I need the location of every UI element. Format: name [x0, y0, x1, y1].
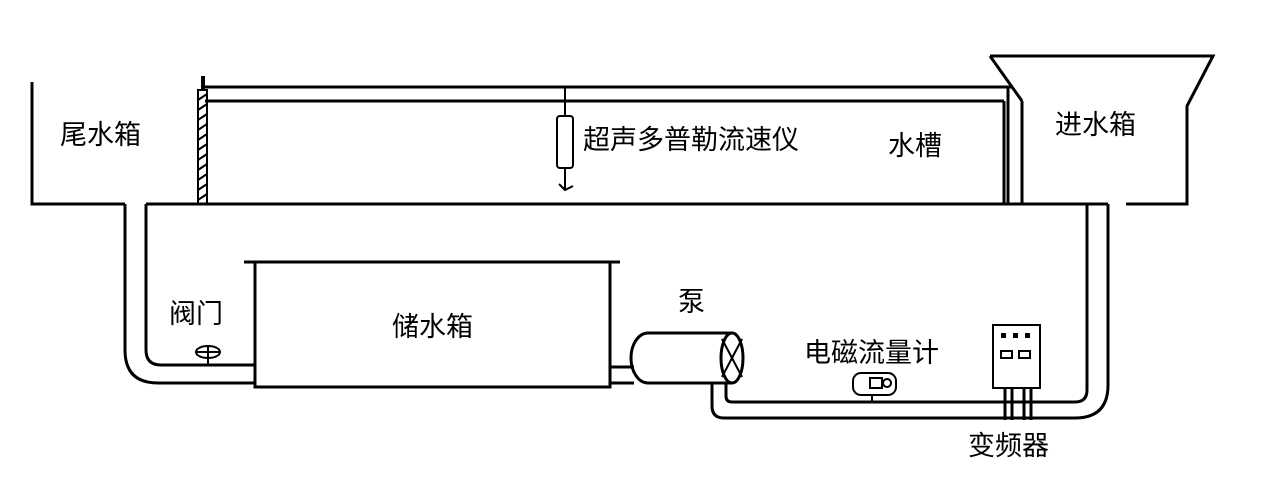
return-pipe — [123, 204, 255, 385]
inlet-tank-label: 进水箱 — [1055, 110, 1136, 141]
inverter-icon — [992, 324, 1041, 420]
valve-label: 阀门 — [169, 299, 223, 330]
storage-tank-label: 储水箱 — [392, 312, 473, 343]
supply-pipe — [710, 204, 1110, 420]
tailgate — [197, 76, 208, 205]
flowmeter-icon — [852, 372, 897, 402]
inlet-tank-outline — [990, 54, 1216, 206]
tail-tank-label: 尾水箱 — [60, 120, 141, 151]
adv-label: 超声多普勒流速仪 — [583, 125, 799, 156]
storage-tank — [244, 260, 620, 389]
pump-icon — [629, 331, 745, 385]
inverter-label: 变频器 — [968, 431, 1049, 462]
adv-probe — [556, 87, 574, 192]
flowmeter-label: 电磁流量计 — [804, 338, 939, 369]
tail-tank-outline — [30, 82, 125, 206]
valve-icon — [195, 345, 221, 365]
flume — [146, 85, 1108, 206]
flume-label: 水槽 — [888, 131, 942, 162]
pump-label: 泵 — [678, 287, 705, 318]
